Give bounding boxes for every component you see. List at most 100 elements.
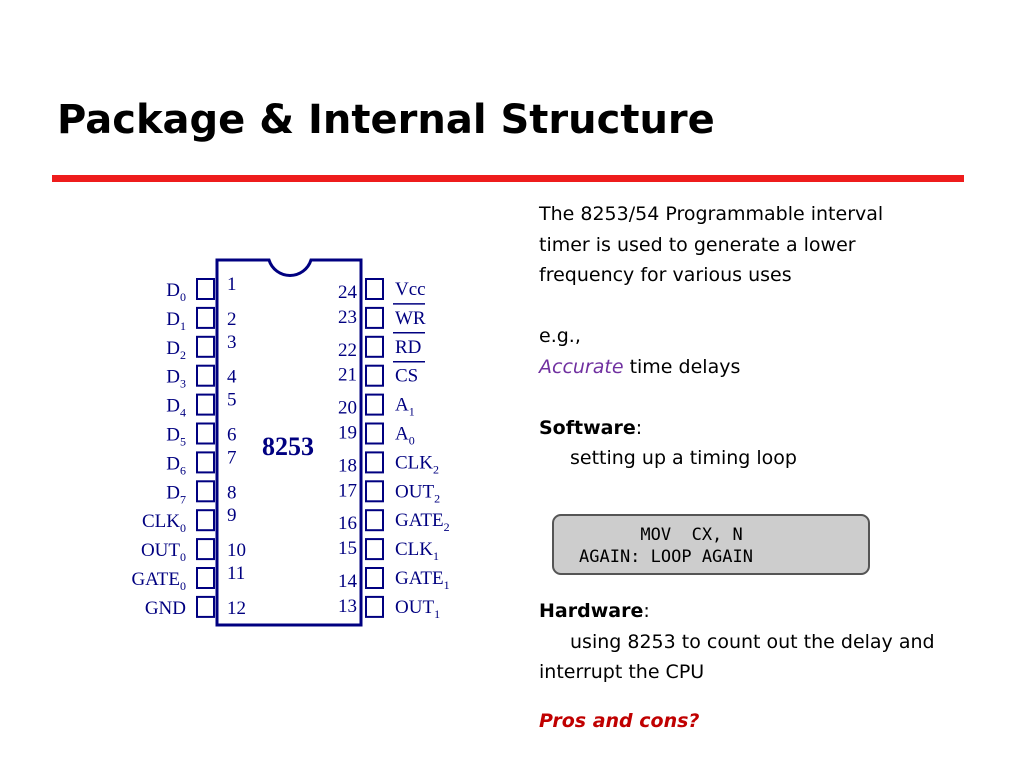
- left-pin-name-5: D: [166, 396, 180, 417]
- code-line-2: AGAIN: LOOP AGAIN: [579, 547, 753, 567]
- right-pin-number-20: 20: [338, 398, 357, 419]
- left-pin-box-2: [196, 306, 215, 329]
- right-pin-number-14: 14: [338, 571, 358, 592]
- left-pin-name-2: D: [166, 309, 180, 330]
- right-pin-subscript-14: 1: [444, 578, 450, 592]
- left-pin-subscript-6: 5: [180, 435, 186, 449]
- right-pin-subscript-20: 1: [409, 405, 415, 419]
- right-pin-box-20: [365, 393, 384, 416]
- software-label: Software: [539, 416, 636, 439]
- left-pin-subscript-2: 1: [180, 319, 186, 333]
- left-pin-name-3: D: [166, 338, 180, 359]
- left-pin-subscript-8: 7: [180, 492, 186, 506]
- right-pin-number-17: 17: [338, 480, 357, 501]
- left-pin-number-7: 7: [227, 447, 237, 468]
- right-pin-box-22: [365, 335, 384, 358]
- left-pin-label-1: D0: [166, 280, 186, 304]
- right-pin-name-24: Vcc: [395, 279, 426, 300]
- right-pin-name-22: RD: [395, 337, 421, 358]
- right-pin-number-22: 22: [338, 340, 357, 361]
- left-pin-label-8: D7: [166, 482, 186, 506]
- right-pin-number-15: 15: [338, 538, 357, 559]
- right-pin-label-15: CLK1: [395, 539, 439, 563]
- right-pin-name-16: GATE: [395, 510, 444, 531]
- right-pin-name-15: CLK: [395, 539, 433, 560]
- left-pin-number-12: 12: [227, 598, 246, 619]
- example-line: Accurate time delays: [539, 352, 939, 383]
- right-pin-subscript-15: 1: [433, 549, 439, 563]
- right-pin-number-16: 16: [338, 513, 357, 534]
- right-pin-label-17: OUT2: [395, 481, 440, 505]
- hardware-colon: :: [643, 600, 650, 622]
- left-pin-subscript-7: 6: [180, 463, 186, 477]
- right-pin-box-18: [365, 451, 384, 474]
- right-pin-box-15: [365, 538, 384, 561]
- right-pin-box-16: [365, 509, 384, 532]
- left-pin-box-7: [196, 451, 215, 474]
- left-pin-name-12: GND: [145, 598, 186, 619]
- hardware-heading: Hardware:: [539, 596, 939, 627]
- right-pin-subscript-18: 2: [433, 462, 439, 476]
- title-divider: [52, 175, 964, 182]
- left-pin-label-11: GATE0: [131, 569, 186, 593]
- right-pin-subscript-16: 2: [444, 520, 450, 534]
- left-pin-name-6: D: [166, 425, 180, 446]
- description-panel: The 8253/54 Programmable interval timer …: [539, 199, 939, 474]
- left-pin-subscript-3: 2: [180, 348, 186, 362]
- left-pin-number-5: 5: [227, 390, 237, 411]
- chip-body-outline: [215, 258, 363, 627]
- left-pin-label-9: CLK0: [142, 511, 186, 535]
- left-pin-subscript-9: 0: [180, 521, 186, 535]
- left-pin-box-11: [196, 567, 215, 589]
- left-pin-number-2: 2: [227, 309, 237, 330]
- right-pin-box-23: [365, 306, 384, 329]
- left-pin-number-10: 10: [227, 540, 246, 561]
- left-pin-name-4: D: [166, 367, 180, 388]
- right-pin-number-19: 19: [338, 423, 357, 444]
- left-pin-number-6: 6: [227, 425, 237, 446]
- pros-cons-question: Pros and cons?: [539, 710, 700, 732]
- right-pin-label-20: A1: [395, 395, 415, 419]
- right-pin-label-19: A0: [395, 424, 415, 448]
- left-pin-name-10: OUT: [141, 540, 180, 561]
- right-pin-box-14: [365, 567, 384, 589]
- chip-8253-pinout-diagram: 8253 1D02D13D24D35D46D57D68D79CLK010OUT0…: [131, 258, 450, 627]
- left-pin-box-4: [196, 364, 215, 387]
- left-pin-number-3: 3: [227, 332, 237, 353]
- chip-label: 8253: [262, 432, 314, 461]
- left-pin-subscript-1: 0: [180, 290, 186, 304]
- right-pin-label-16: GATE2: [395, 510, 450, 534]
- right-pin-name-13: OUT: [395, 597, 434, 618]
- right-pin-box-24: [365, 278, 384, 300]
- left-pin-name-8: D: [166, 482, 180, 503]
- accurate-word: Accurate: [539, 355, 624, 378]
- left-pin-number-11: 11: [227, 563, 245, 584]
- left-pin-label-7: D6: [166, 453, 186, 477]
- left-pin-group: 1D02D13D24D35D46D57D68D79CLK010OUT011GAT…: [131, 274, 246, 619]
- left-pin-subscript-4: 3: [180, 377, 186, 391]
- left-pin-subscript-11: 0: [180, 579, 186, 593]
- left-pin-label-6: D5: [166, 425, 186, 449]
- left-pin-box-8: [196, 480, 215, 503]
- example-label: e.g.,: [539, 325, 581, 347]
- right-pin-box-13: [365, 595, 384, 618]
- software-text: setting up a timing loop: [570, 447, 797, 469]
- hardware-section: Hardware: using 8253 to count out the de…: [539, 596, 939, 688]
- hardware-text-body: using 8253 to count out the delay and in…: [539, 630, 935, 684]
- left-pin-number-9: 9: [227, 505, 237, 526]
- hardware-text: using 8253 to count out the delay and in…: [539, 627, 939, 688]
- right-pin-name-20: A: [395, 395, 409, 416]
- right-pin-label-23: WR: [395, 308, 426, 329]
- left-pin-name-1: D: [166, 280, 180, 301]
- right-pin-box-19: [365, 422, 384, 445]
- right-pin-label-13: OUT1: [395, 597, 440, 621]
- right-pin-name-14: GATE: [395, 568, 444, 589]
- right-pin-name-18: CLK: [395, 452, 433, 473]
- software-colon: :: [635, 416, 643, 439]
- time-delays-text: time delays: [623, 355, 741, 378]
- right-pin-label-24: Vcc: [395, 279, 426, 300]
- right-pin-number-13: 13: [338, 596, 357, 617]
- left-pin-box-10: [196, 538, 215, 561]
- left-pin-label-4: D3: [166, 367, 186, 391]
